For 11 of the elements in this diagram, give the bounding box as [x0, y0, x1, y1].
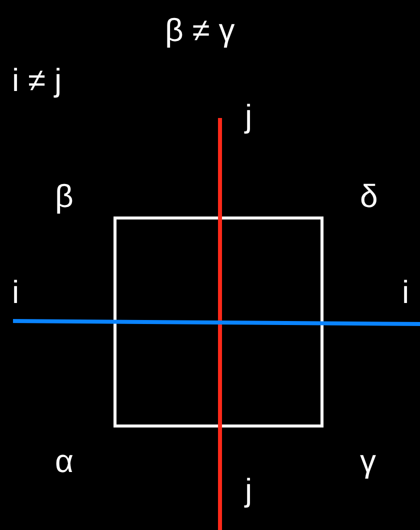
title: β ≠ γ: [165, 12, 235, 48]
axis-label: i: [12, 274, 20, 310]
axis-label: j: [245, 98, 252, 134]
corner-label: γ: [360, 443, 376, 479]
corner-label: α: [55, 443, 74, 479]
axis-label: j: [245, 472, 252, 508]
corner-label: β: [55, 178, 74, 214]
corner-label: δ: [360, 178, 378, 214]
note-text: i ≠ j: [12, 62, 62, 98]
axis-label: i: [402, 274, 410, 310]
square-outline: [114, 216, 324, 428]
